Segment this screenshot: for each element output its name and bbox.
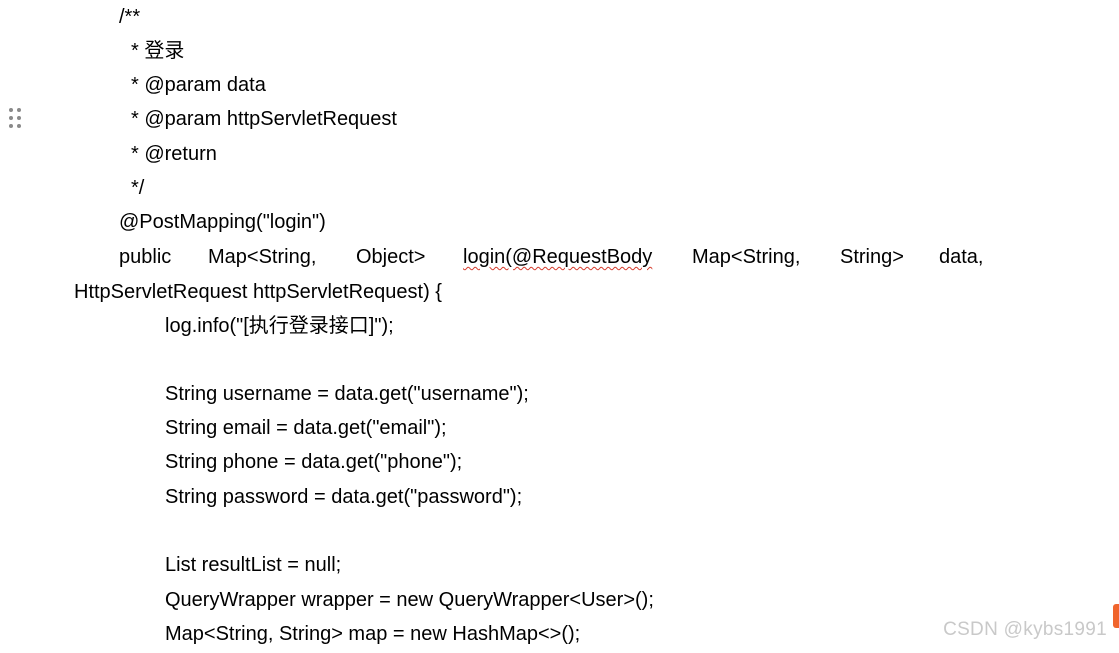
doc-comment-close: */ <box>131 177 145 199</box>
phone-line: String phone = data.get("phone"); <box>165 451 463 473</box>
wrapper-line: QueryWrapper wrapper = new QueryWrapper<… <box>165 589 654 611</box>
doc-comment-title: * 登录 <box>131 40 185 62</box>
result-list-line: List resultList = null; <box>165 554 342 576</box>
log-line: log.info("[执行登录接口]"); <box>165 315 394 337</box>
doc-comment-param-request: * @param httpServletRequest <box>131 108 397 130</box>
email-line: String email = data.get("email"); <box>165 417 447 439</box>
method-signature: public Map<String, Object> login(@Reques… <box>0 240 1119 274</box>
map-line: Map<String, String> map = new HashMap<>(… <box>165 623 581 645</box>
signature-word: login(@RequestBody <box>463 246 653 268</box>
signature-word: public <box>119 246 172 268</box>
drag-handle-icon[interactable] <box>9 108 23 130</box>
corner-accent <box>1113 604 1119 628</box>
username-line: String username = data.get("username"); <box>165 383 529 405</box>
signature-word: String> <box>840 246 904 268</box>
doc-comment-return: * @return <box>131 143 217 165</box>
signature-word: Map<String, <box>692 246 801 268</box>
signature-word: data, <box>939 246 984 268</box>
annotation-line: @PostMapping("login") <box>119 211 326 233</box>
doc-comment-param-data: * @param data <box>131 74 266 96</box>
signature-word: Map<String, <box>208 246 317 268</box>
signature-word: Object> <box>356 246 426 268</box>
doc-comment-open: /** <box>119 6 141 28</box>
method-signature-continuation: HttpServletRequest httpServletRequest) { <box>74 281 442 303</box>
watermark: CSDN @kybs1991 <box>943 619 1107 640</box>
password-line: String password = data.get("password"); <box>165 486 523 508</box>
